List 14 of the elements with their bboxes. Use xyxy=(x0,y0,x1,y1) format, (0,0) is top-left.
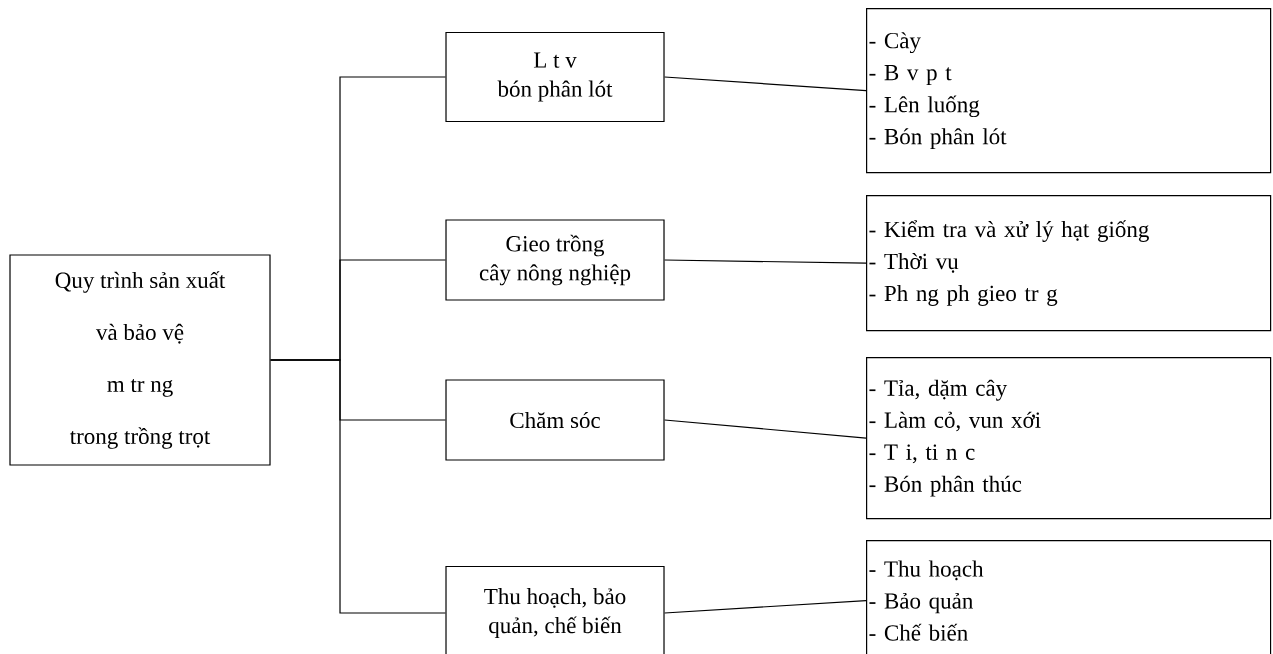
process-box: Chăm sóc xyxy=(445,379,665,461)
connector-line xyxy=(664,419,867,439)
process-box: L t v bón phân lót xyxy=(445,31,665,123)
connector-line xyxy=(664,76,867,92)
list-box: - Cày - B v p t - Lên luống - Bón phân lót xyxy=(866,8,1272,174)
process-box: Gieo trồng cây nông nghiệp xyxy=(445,219,665,301)
connector-line xyxy=(270,359,446,614)
list-box: - Thu hoạch - Bảo quản - Chế biến xyxy=(866,540,1272,654)
main-box: Quy trình sản xuất và bảo vệ m tr ng trong trồng trọt xyxy=(9,254,271,466)
list-box: - Tỉa, dặm cây - Làm cỏ, vun xới - T i, ti n c - Bón phân thúc xyxy=(866,357,1272,520)
connector-line xyxy=(664,600,867,614)
list-box: - Kiểm tra và xử lý hạt giống - Thời vụ - Ph ng ph gieo tr g xyxy=(866,195,1272,332)
connector-line xyxy=(664,259,867,264)
process-box: Thu hoạch, bảo quản, chế biến xyxy=(445,565,665,654)
